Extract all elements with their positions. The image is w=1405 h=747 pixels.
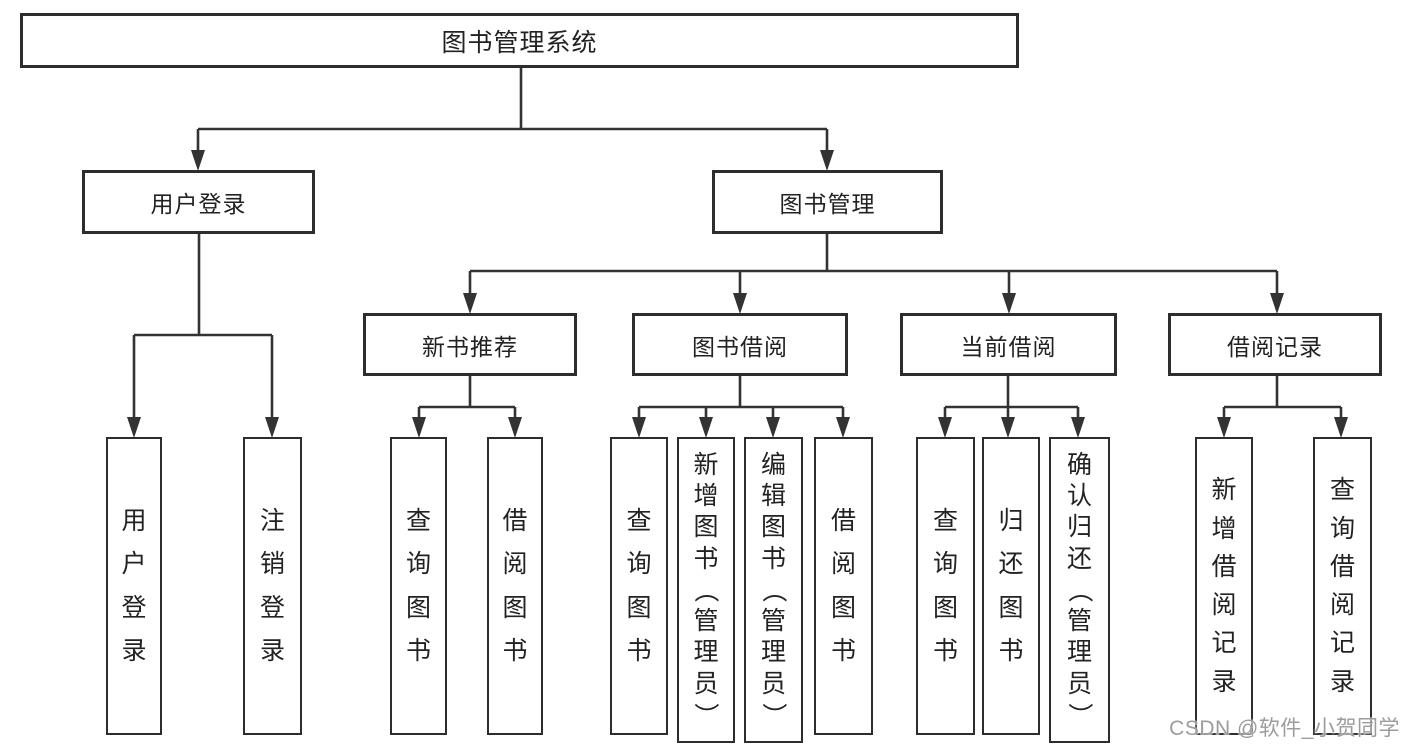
leaf-borrow-books-2-label: 借阅图书 — [830, 507, 856, 665]
node-borrow-records: 借阅记录 — [1168, 313, 1382, 376]
node-user-login: 用户登录 — [82, 170, 315, 234]
node-book-borrow: 图书借阅 — [632, 313, 848, 376]
leaf-edit-books-admin-label: 编辑图书（管理员） — [759, 450, 788, 728]
leaf-query-books-3-label: 查询图书 — [932, 507, 958, 665]
node-user-login-label: 用户登录 — [150, 191, 247, 217]
leaf-query-borrow-record-label: 查询借阅记录 — [1329, 476, 1355, 696]
node-book-borrow-label: 图书借阅 — [692, 333, 788, 360]
leaf-logout: 注销登录 — [243, 437, 302, 735]
node-book-management: 图书管理 — [712, 170, 943, 234]
node-current-borrow-label: 当前借阅 — [960, 333, 1057, 360]
leaf-add-borrow-record-label: 新增借阅记录 — [1211, 476, 1237, 696]
node-book-management-label: 图书管理 — [779, 191, 876, 217]
leaf-user-login-label: 用户登录 — [121, 507, 147, 665]
node-new-book-recommend: 新书推荐 — [363, 313, 577, 376]
node-current-borrow: 当前借阅 — [900, 313, 1117, 376]
leaf-return-books-label: 归还图书 — [998, 507, 1024, 665]
leaf-query-books-2: 查询图书 — [610, 437, 668, 735]
leaf-query-books-1: 查询图书 — [390, 437, 447, 735]
leaf-add-books-admin-label: 新增图书（管理员） — [692, 450, 721, 728]
node-root-label: 图书管理系统 — [441, 28, 598, 57]
leaf-borrow-books-1: 借阅图书 — [487, 437, 543, 735]
leaf-confirm-return-admin-label: 确认归还（管理员） — [1065, 450, 1094, 728]
leaf-borrow-books-2: 借阅图书 — [814, 437, 873, 735]
leaf-query-borrow-record: 查询借阅记录 — [1313, 437, 1372, 735]
leaf-logout-label: 注销登录 — [259, 507, 285, 665]
leaf-query-books-3: 查询图书 — [916, 437, 975, 735]
leaf-user-login: 用户登录 — [106, 437, 162, 735]
node-borrow-records-label: 借阅记录 — [1227, 333, 1323, 360]
node-root: 图书管理系统 — [20, 13, 1019, 68]
leaf-query-books-1-label: 查询图书 — [405, 507, 431, 665]
leaf-borrow-books-1-label: 借阅图书 — [502, 507, 528, 665]
leaf-add-books-admin: 新增图书（管理员） — [677, 437, 735, 743]
leaf-return-books: 归还图书 — [982, 437, 1040, 735]
leaf-query-books-2-label: 查询图书 — [626, 507, 652, 665]
leaf-edit-books-admin: 编辑图书（管理员） — [744, 437, 803, 743]
leaf-confirm-return-admin: 确认归还（管理员） — [1049, 437, 1110, 743]
leaf-add-borrow-record: 新增借阅记录 — [1195, 437, 1253, 735]
watermark: CSDN @软件_小贺同学 — [1169, 717, 1400, 740]
arrowhead-icons — [127, 150, 1348, 438]
node-new-book-recommend-label: 新书推荐 — [422, 333, 518, 360]
